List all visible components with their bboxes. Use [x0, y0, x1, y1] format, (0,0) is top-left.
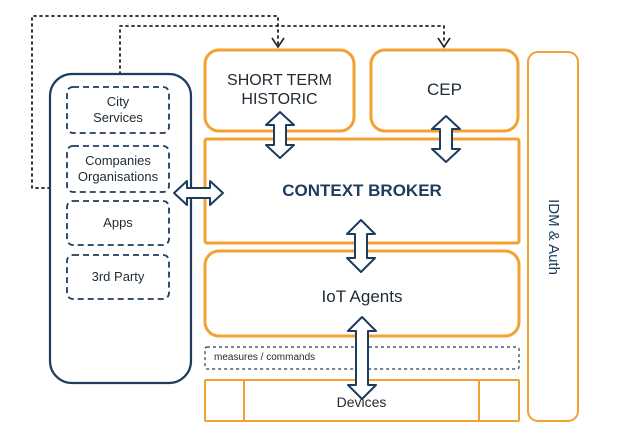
consumer-label-city-services: City Services	[93, 94, 143, 125]
consumer-box-3rd-party	[66, 254, 170, 300]
iot-agents-label: IoT Agents	[321, 286, 403, 306]
idm-auth-label: IDM & Auth	[545, 199, 562, 275]
arrow-broker-iot	[346, 219, 376, 273]
cep-label: CEP	[427, 79, 462, 99]
consumer-label-companies-organisations: Companies Organisations	[77, 153, 159, 184]
arrow-broker-cep	[431, 115, 461, 163]
consumer-box-companies	[66, 145, 170, 193]
devices-label: Devices	[336, 393, 387, 410]
arrow-broker-historic	[265, 111, 295, 159]
arrow-consumers-broker	[173, 180, 224, 206]
consumer-label-3rd-party: 3rd Party	[91, 269, 145, 285]
context-broker-label: CONTEXT BROKER	[282, 180, 442, 200]
dotted-link-to-cep	[119, 25, 445, 75]
measures-commands-label: measures / commands	[214, 352, 316, 363]
consumer-label-apps: Apps	[103, 215, 133, 231]
arrow-iot-devices	[347, 316, 377, 400]
consumer-box-city-services	[66, 86, 170, 134]
consumer-box-apps	[66, 200, 170, 246]
short-term-historic-label: SHORT TERM HISTORIC	[227, 71, 332, 108]
consumers-panel	[48, 72, 193, 385]
idm-auth-box	[527, 51, 579, 422]
